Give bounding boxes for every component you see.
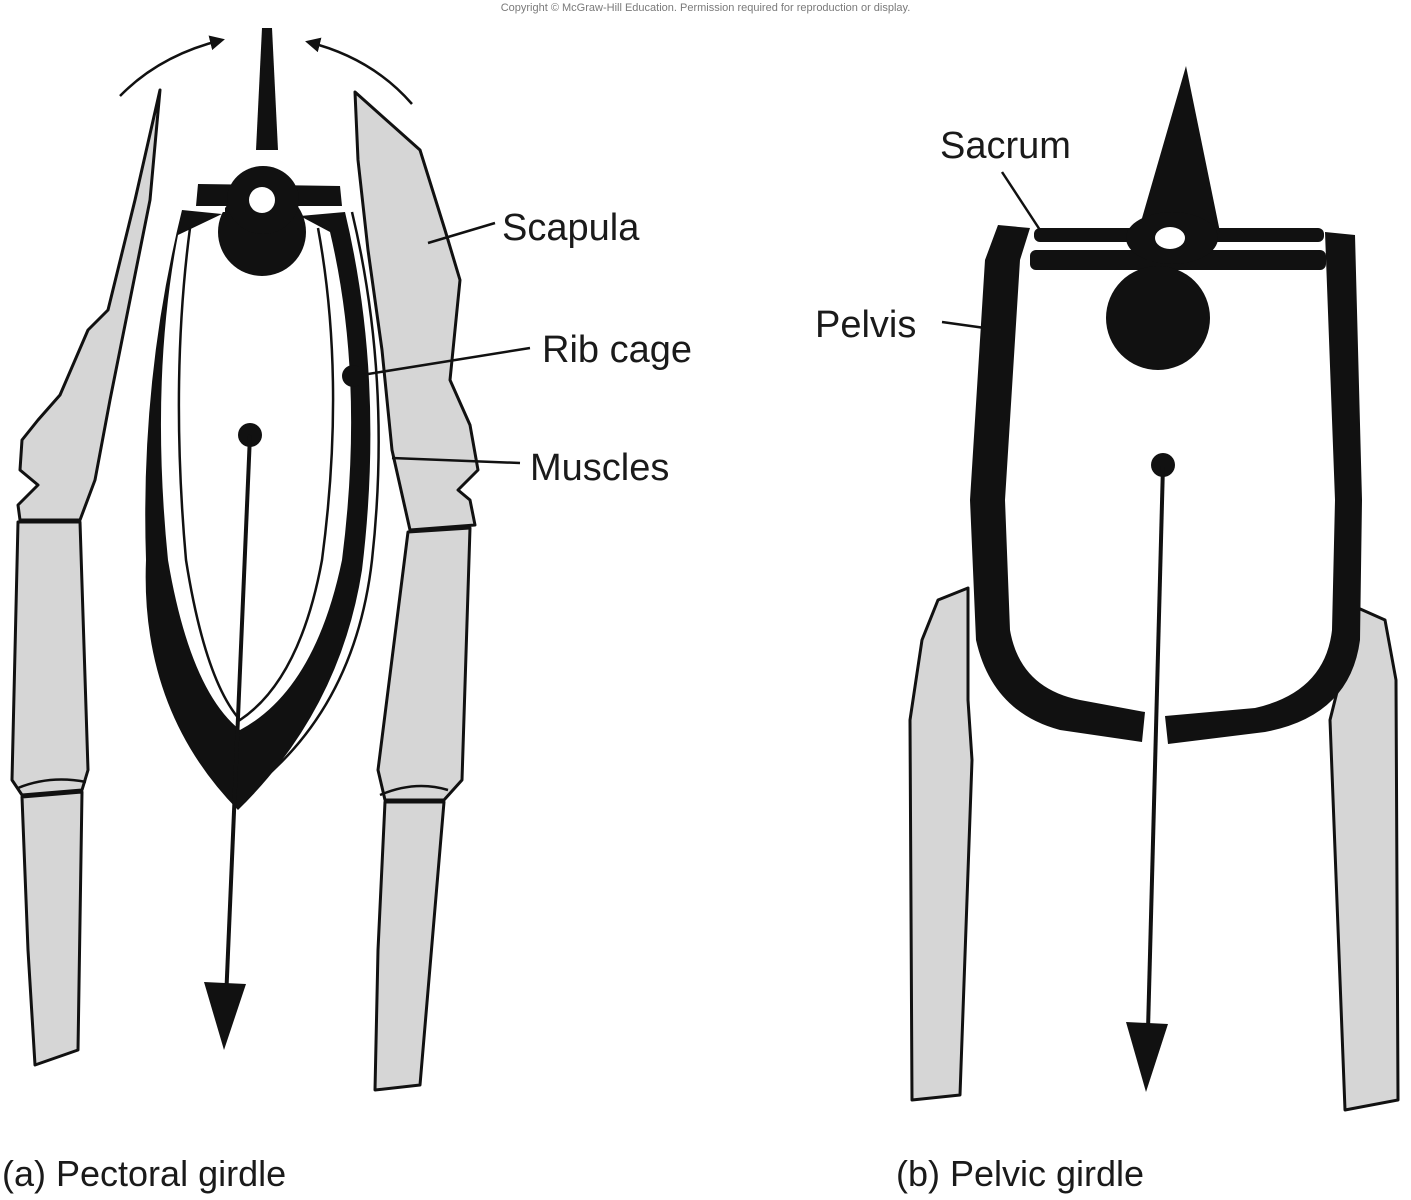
scapula-label: Scapula — [502, 207, 640, 249]
scapula-leader-line — [427, 221, 496, 245]
sacrum-label: Sacrum — [940, 125, 1071, 167]
left-scapula — [16, 88, 162, 522]
rib-cage-pointer-dot — [342, 365, 364, 387]
pectoral-caption: (a) Pectoral girdle — [2, 1153, 286, 1194]
muscles-label: Muscles — [530, 447, 669, 489]
muscles-band — [261, 211, 380, 781]
sacral-spinous-process — [1138, 66, 1220, 232]
pectoral-girdle-figure: Scapula Rib cage Muscles (a) Pectoral gi… — [2, 28, 692, 1194]
pelvic-caption: (b) Pelvic girdle — [896, 1153, 1144, 1194]
left-upper-limb-bone — [10, 520, 90, 797]
right-upper-limb-bone — [376, 526, 472, 802]
pectoral-weight-line — [224, 434, 252, 1001]
pelvis-leader-line — [941, 320, 986, 330]
left-joint-line — [17, 778, 87, 790]
sacral-vertebral-body — [1106, 266, 1210, 370]
right-lower-limb-bone — [373, 800, 446, 1092]
sacral-foramen — [1155, 227, 1185, 249]
pectoral-weight-arrowhead — [204, 982, 246, 1050]
vertebra-gap-left — [205, 206, 225, 212]
sacrum-leader-line — [1000, 171, 1042, 231]
rib-cage-inner-outline — [177, 227, 335, 722]
pelvic-weight-arrowhead — [1126, 1022, 1168, 1092]
left-lower-limb-bone — [20, 790, 84, 1067]
copyright-notice: Copyright © McGraw-Hill Education. Permi… — [500, 2, 911, 14]
pelvic-girdle-figure: Sacrum Pelvis (b) Pelvic girdle — [815, 66, 1400, 1194]
right-femur — [1328, 606, 1400, 1112]
rotation-arrow-left — [119, 35, 225, 97]
right-joint-line — [379, 784, 449, 797]
rib-cage-leader-line — [361, 346, 531, 377]
pelvic-weight-line — [1146, 464, 1165, 1031]
pelvis-label: Pelvis — [815, 304, 916, 346]
vertebral-foramen — [249, 187, 275, 213]
rib-cage-label: Rib cage — [542, 329, 692, 371]
thoracic-spinous-process — [256, 28, 278, 150]
pelvis-frame — [970, 225, 1362, 744]
rotation-arrow-right — [305, 37, 413, 105]
right-scapula — [353, 90, 480, 532]
muscles-leader-line — [391, 456, 521, 465]
rib-cage — [145, 210, 371, 810]
left-femur — [908, 586, 974, 1102]
